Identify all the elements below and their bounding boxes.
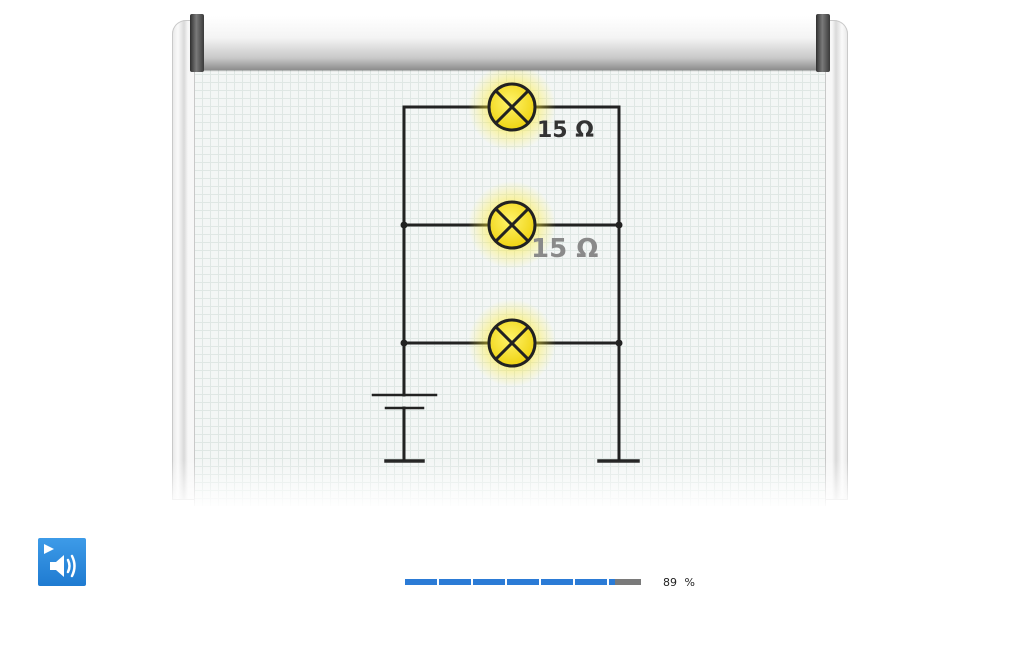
progress-bar: [405, 579, 641, 585]
progress-segment-gap: [539, 579, 541, 585]
lamp-cross: [494, 325, 530, 361]
roller-cap-left: [190, 14, 204, 72]
lamp-middle: [468, 181, 556, 269]
progress-segment-gap: [505, 579, 507, 585]
progress-value: 89: [663, 576, 677, 589]
roller-cap-right: [816, 14, 830, 72]
audio-play-button[interactable]: [38, 538, 86, 586]
junctions: [400, 221, 623, 347]
lamp-cross: [494, 89, 530, 125]
junction-dot: [615, 221, 623, 229]
progress-segment-gap: [607, 579, 609, 585]
progress-unit: %: [684, 576, 695, 589]
resistance-label-top: 15 Ω: [537, 118, 594, 143]
junction-dot: [400, 339, 408, 347]
junction-dot: [615, 339, 623, 347]
junction-dot: [400, 221, 408, 229]
lamp-bottom: [468, 299, 556, 387]
play-speaker-icon: [44, 544, 76, 578]
progress-fill: [405, 579, 616, 585]
board-fade: [172, 460, 848, 510]
lamp-cross: [494, 207, 530, 243]
progress-segment-gap: [573, 579, 575, 585]
progress-segment-gap: [437, 579, 439, 585]
circuit-wires: [371, 105, 640, 463]
progress-readout: 89 %: [663, 576, 695, 589]
lamp-top: [468, 63, 556, 151]
board-roller: [192, 16, 828, 70]
progress-segment-gap: [471, 579, 473, 585]
resistance-label-middle: 15 Ω: [531, 234, 599, 264]
